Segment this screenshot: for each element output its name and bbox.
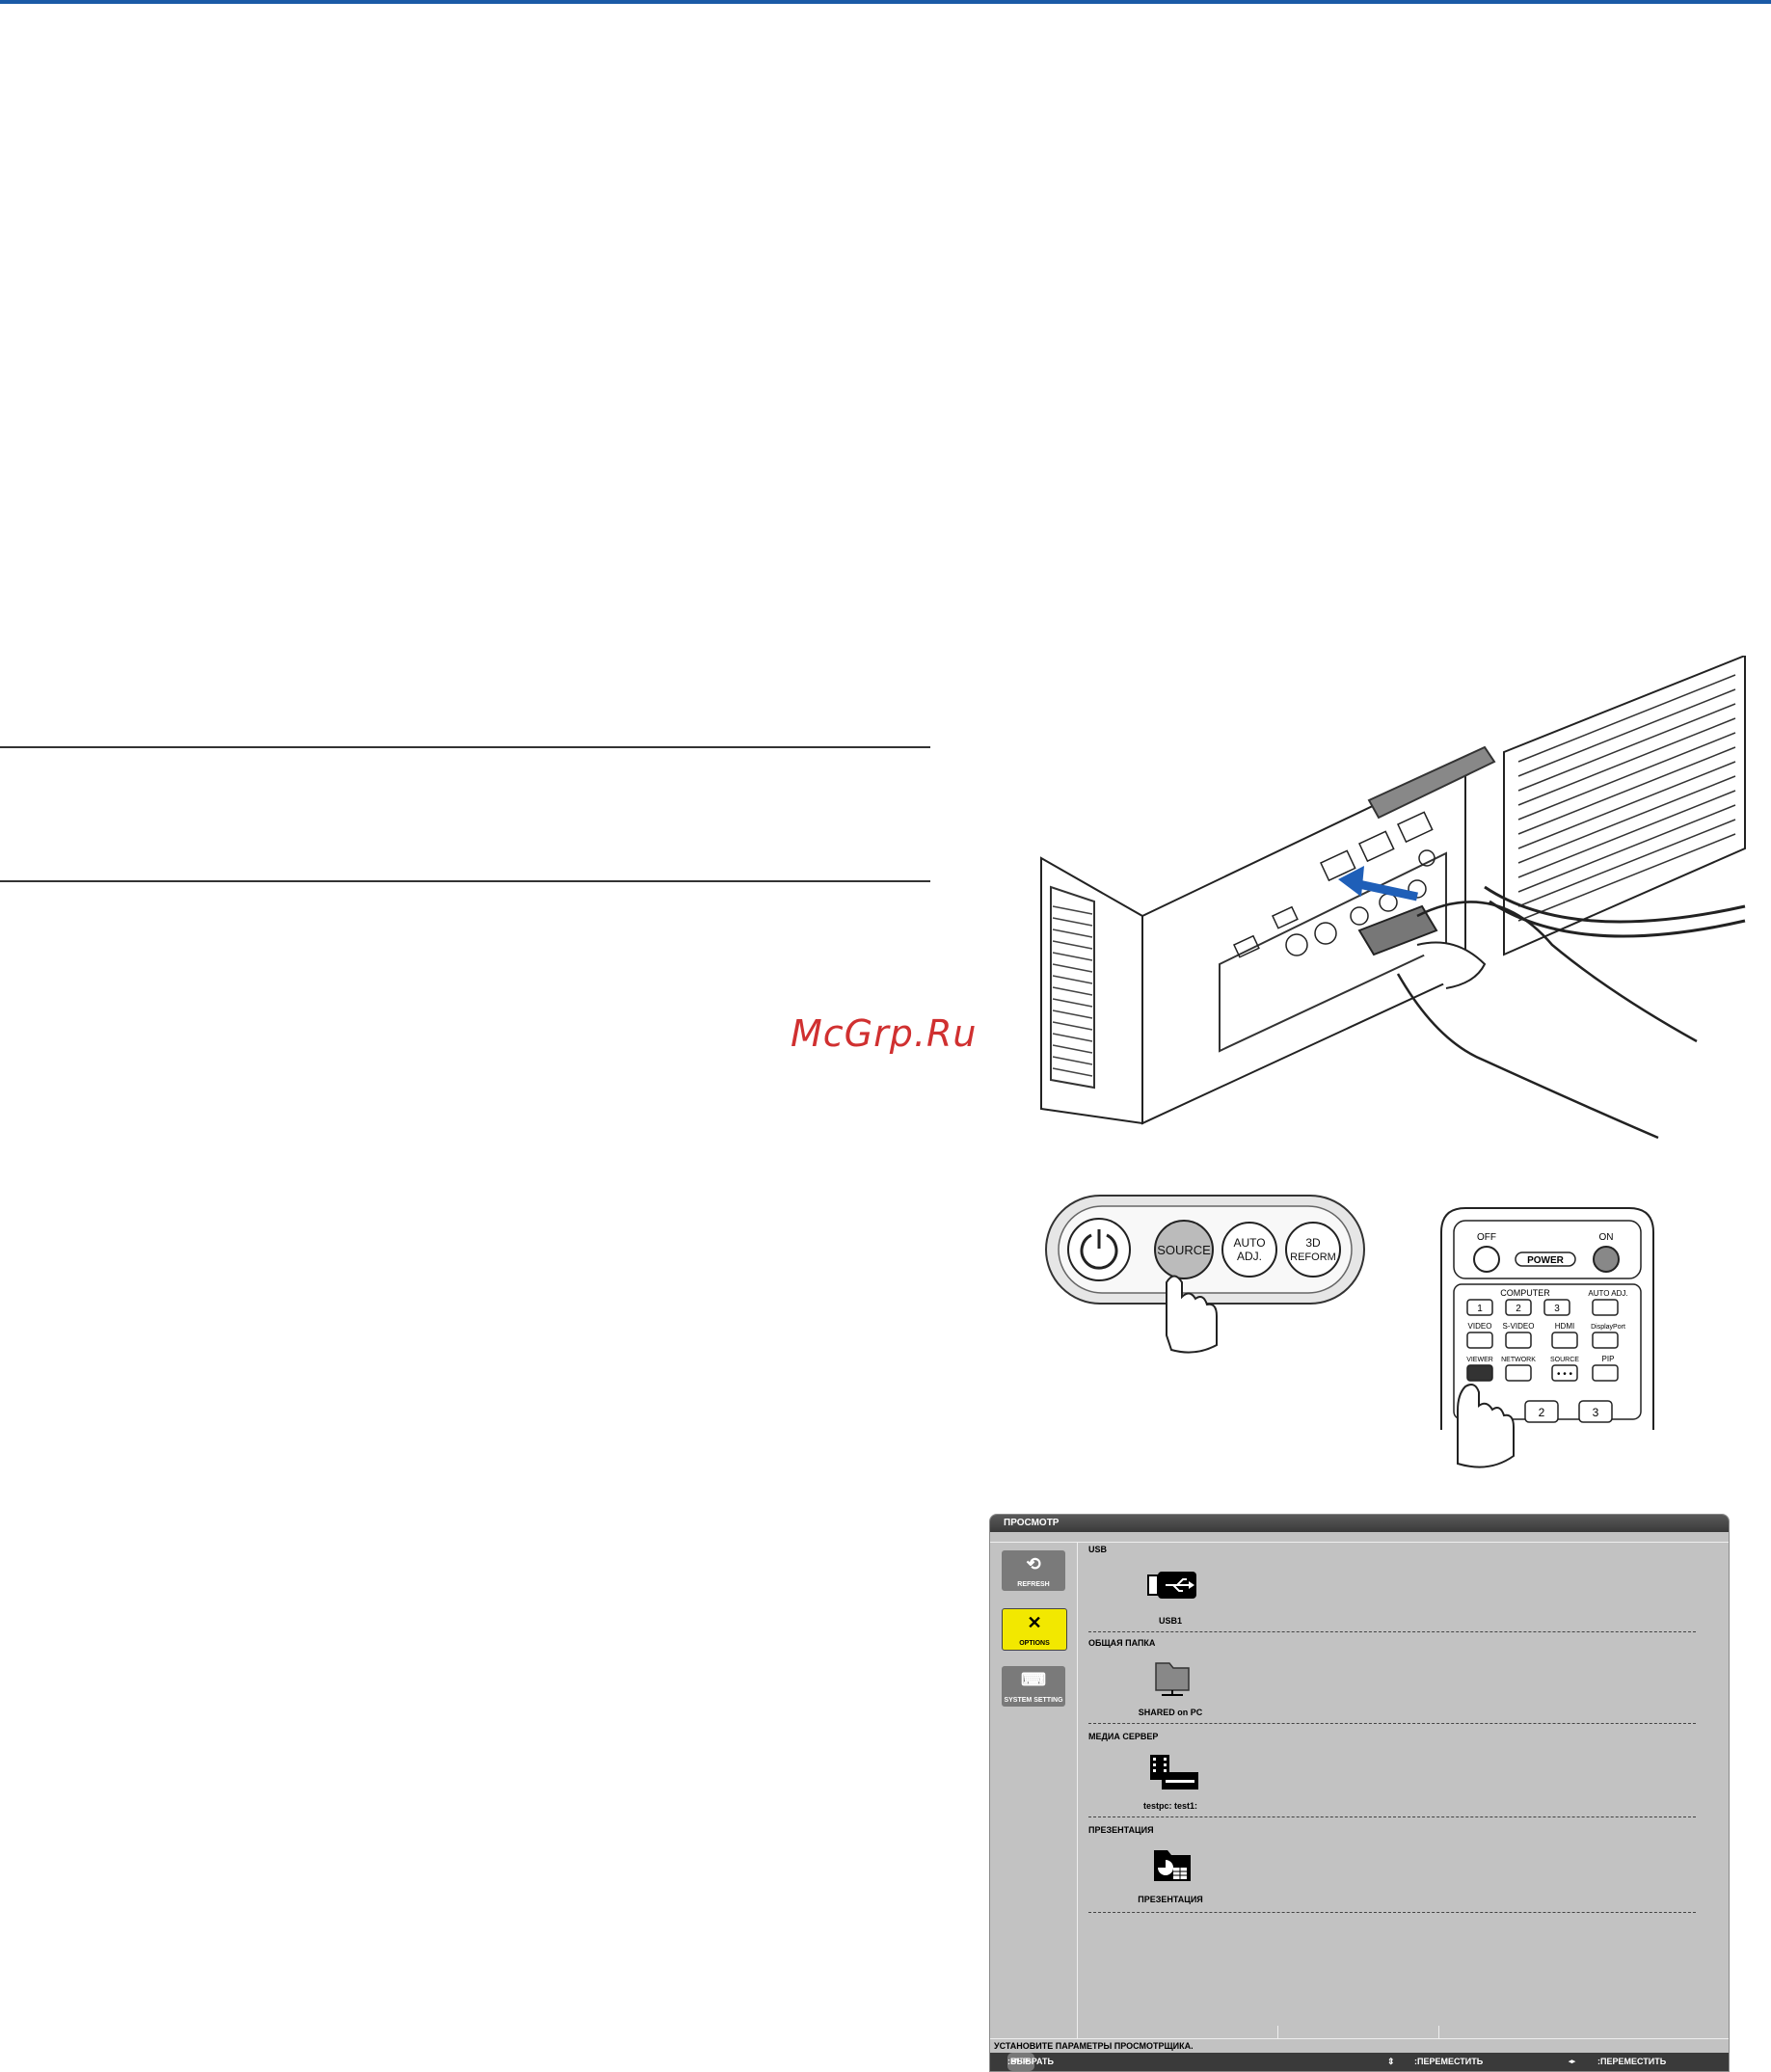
- svg-text:• • •: • • •: [1557, 1369, 1573, 1380]
- item-label[interactable]: ПРЕЗЕНТАЦИЯ: [1138, 1895, 1203, 1904]
- system-setting-button[interactable]: ⌨ SYSTEM SETTING: [1002, 1666, 1065, 1707]
- section-title: МЕДИА СЕРВЕР: [1088, 1732, 1159, 1741]
- svg-text:POWER: POWER: [1527, 1255, 1565, 1266]
- svg-text:ADJ.: ADJ.: [1237, 1250, 1262, 1263]
- control-panel-illustration: SOURCE AUTO ADJ. 3D REFORM: [1045, 1195, 1365, 1354]
- viewer-help-bar: ENTER:ВЫБРАТЬ ⇕ :ПЕРЕМЕСТИТЬ ◂▸ :ПЕРЕМЕС…: [990, 2053, 1729, 2071]
- media-server-icon[interactable]: [1144, 1753, 1200, 1791]
- section-divider: [1088, 1631, 1696, 1632]
- svg-text:3: 3: [1593, 1406, 1599, 1419]
- svg-text:HDMI: HDMI: [1555, 1322, 1574, 1331]
- svg-text:3: 3: [1554, 1304, 1560, 1314]
- help-move-1: :ПЕРЕМЕСТИТЬ: [1414, 2057, 1484, 2066]
- viewer-main: USB USB1 ОБЩАЯ ПАПКА SHARED on PC МЕДИА …: [1079, 1543, 1725, 2038]
- usb-drive-icon[interactable]: [1144, 1568, 1200, 1606]
- svg-text:2: 2: [1516, 1304, 1521, 1314]
- viewer-title: ПРОСМОТР: [990, 1515, 1729, 1532]
- item-label[interactable]: testpc: test1:: [1142, 1801, 1197, 1811]
- help-move-2: :ПЕРЕМЕСТИТЬ: [1597, 2057, 1667, 2066]
- svg-text:VIDEO: VIDEO: [1468, 1322, 1492, 1331]
- item-label[interactable]: USB1: [1158, 1616, 1182, 1626]
- tools-icon: ✕: [1027, 1613, 1042, 1632]
- item-label[interactable]: SHARED on PC: [1138, 1708, 1203, 1717]
- svg-text:COMPUTER: COMPUTER: [1500, 1288, 1550, 1298]
- status-separator: [1438, 2026, 1439, 2039]
- section-title: ОБЩАЯ ПАПКА: [1088, 1638, 1156, 1648]
- svg-text:REFORM: REFORM: [1290, 1251, 1336, 1263]
- section-divider: [1088, 1816, 1696, 1817]
- enter-key-icon: ENTER: [1007, 2053, 1035, 2071]
- source-button-label: SOURCE: [1157, 1243, 1211, 1257]
- divider-rule: [0, 746, 930, 748]
- system-setting-label: SYSTEM SETTING: [1004, 1697, 1063, 1704]
- svg-text:AUTO ADJ.: AUTO ADJ.: [1588, 1289, 1627, 1298]
- svg-text:NETWORK: NETWORK: [1501, 1357, 1536, 1363]
- svg-text:2: 2: [1539, 1406, 1545, 1419]
- help-select-text: :ВЫБРАТЬ: [1007, 2057, 1055, 2066]
- svg-text:DisplayPort: DisplayPort: [1591, 1324, 1625, 1331]
- svg-text:AUTO: AUTO: [1233, 1236, 1265, 1250]
- viewer-status: УСТАНОВИТЕ ПАРАМЕТРЫ ПРОСМОТРЩИКА.: [990, 2026, 1729, 2053]
- refresh-button[interactable]: ⟲ REFRESH: [1002, 1550, 1065, 1591]
- presentation-icon[interactable]: [1144, 1846, 1200, 1885]
- watermark: McGrp.Ru: [791, 1012, 978, 1055]
- svg-text:ON: ON: [1599, 1232, 1614, 1243]
- viewer-subbar: [990, 1532, 1729, 1543]
- projector-illustration: [1040, 656, 1746, 1140]
- svg-text:S-VIDEO: S-VIDEO: [1503, 1322, 1535, 1331]
- updown-arrows-icon: ⇕: [1387, 2057, 1395, 2066]
- refresh-label: REFRESH: [1017, 1581, 1050, 1588]
- section-divider: [1088, 1723, 1696, 1724]
- top-rule: [0, 0, 1771, 4]
- viewer-sidebar: ⟲ REFRESH ✕ OPTIONS ⌨ SYSTEM SETTING: [990, 1543, 1078, 2038]
- refresh-icon: ⟲: [1026, 1554, 1041, 1574]
- svg-text:3D: 3D: [1305, 1236, 1321, 1250]
- section-divider: [1088, 1912, 1696, 1913]
- section-title: USB: [1088, 1545, 1108, 1554]
- leftright-arrows-icon: ◂▸: [1569, 2059, 1576, 2065]
- svg-text:PIP: PIP: [1602, 1355, 1615, 1363]
- svg-text:OFF: OFF: [1477, 1232, 1496, 1243]
- svg-text:VIEWER: VIEWER: [1466, 1357, 1493, 1363]
- section-title: ПРЕЗЕНТАЦИЯ: [1088, 1825, 1154, 1835]
- svg-text:1: 1: [1477, 1304, 1483, 1314]
- status-text: УСТАНОВИТЕ ПАРАМЕТРЫ ПРОСМОТРЩИКА.: [994, 2041, 1194, 2051]
- svg-text:SOURCE: SOURCE: [1550, 1357, 1579, 1363]
- divider-rule: [0, 880, 930, 882]
- options-label: OPTIONS: [1019, 1640, 1050, 1647]
- remote-control-illustration: OFF ON POWER COMPUTER AUTO ADJ. 1 2 3 VI…: [1440, 1207, 1654, 1468]
- status-separator: [1277, 2026, 1278, 2039]
- options-button[interactable]: ✕ OPTIONS: [1002, 1608, 1067, 1651]
- keyboard-wrench-icon: ⌨: [1021, 1670, 1046, 1689]
- shared-folder-icon[interactable]: [1144, 1659, 1200, 1698]
- viewer-screen: ПРОСМОТР ⟲ REFRESH ✕ OPTIONS ⌨ SYSTEM SE…: [989, 1514, 1730, 2072]
